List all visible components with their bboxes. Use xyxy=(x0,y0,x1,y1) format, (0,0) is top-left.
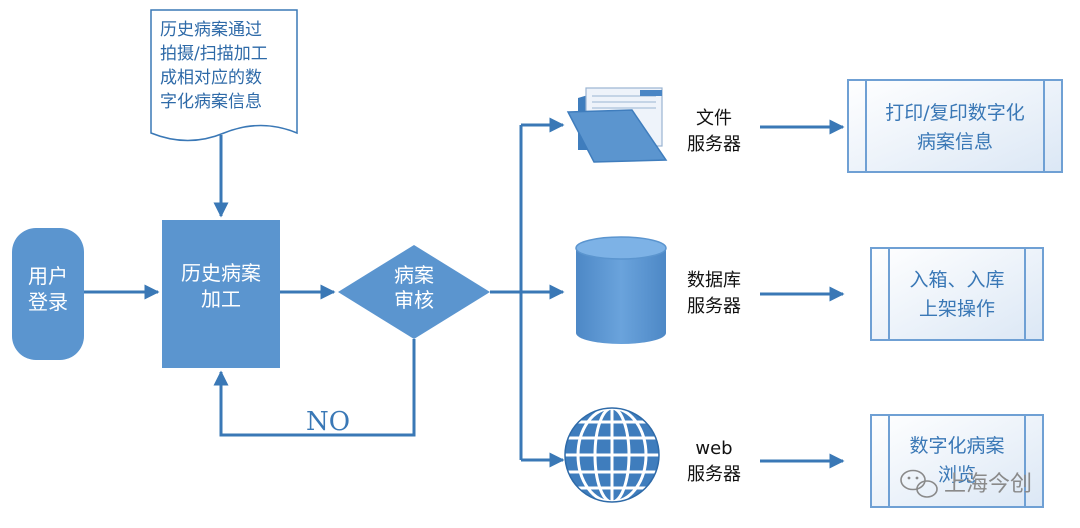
user-login-label: 用户 xyxy=(28,264,68,288)
web-server-label: 服务器 xyxy=(687,464,741,485)
print-output-label: 打印/复印数字化 xyxy=(885,102,1024,124)
document-note-line: 历史病案通过 xyxy=(160,20,262,40)
process-label: 加工 xyxy=(201,287,241,311)
watermark-text: 上海今创 xyxy=(944,472,1032,497)
browse-output-panel: 数字化病案 浏览 xyxy=(870,414,1044,508)
document-note-line: 拍摄/扫描加工 xyxy=(160,44,268,64)
wechat-icon xyxy=(900,469,938,498)
arrow-no-loop xyxy=(213,339,416,437)
browse-output-label: 浏览 xyxy=(938,464,976,486)
document-note-line: 成相对应的数 xyxy=(160,68,262,88)
document-note: 历史病案通过 拍摄/扫描加工 成相对应的数 字化病案信息 xyxy=(150,9,298,142)
connectors xyxy=(84,117,845,469)
storage-output-panel: 入箱、入库 上架操作 xyxy=(870,247,1044,341)
storage-output-label: 上架操作 xyxy=(919,298,995,320)
print-output-label: 病案信息 xyxy=(917,131,993,153)
review-label: 病案 xyxy=(394,263,434,287)
process-label: 历史病案 xyxy=(181,261,261,285)
globe-icon xyxy=(564,407,660,503)
web-server-label: web xyxy=(695,438,732,459)
document-note-line: 字化病案信息 xyxy=(160,92,262,112)
database-server-label: 数据库 xyxy=(687,270,741,291)
user-login-node: 用户 登录 xyxy=(12,228,84,360)
file-server-label: 文件 xyxy=(696,108,732,129)
watermark: 上海今创 xyxy=(900,469,1032,498)
no-label: NO xyxy=(306,407,350,437)
process-node: 历史病案 加工 xyxy=(162,220,280,368)
database-icon xyxy=(575,236,667,344)
user-login-label: 登录 xyxy=(28,290,68,314)
file-server-label: 服务器 xyxy=(687,134,741,155)
print-output-panel: 打印/复印数字化 病案信息 xyxy=(847,79,1063,173)
review-label: 审核 xyxy=(394,288,434,312)
database-server-label: 服务器 xyxy=(687,296,741,317)
review-decision-node: 病案 审核 xyxy=(338,245,490,339)
browse-output-label: 数字化病案 xyxy=(909,435,1004,457)
storage-output-label: 入箱、入库 xyxy=(909,269,1004,291)
folder-icon xyxy=(566,87,668,163)
